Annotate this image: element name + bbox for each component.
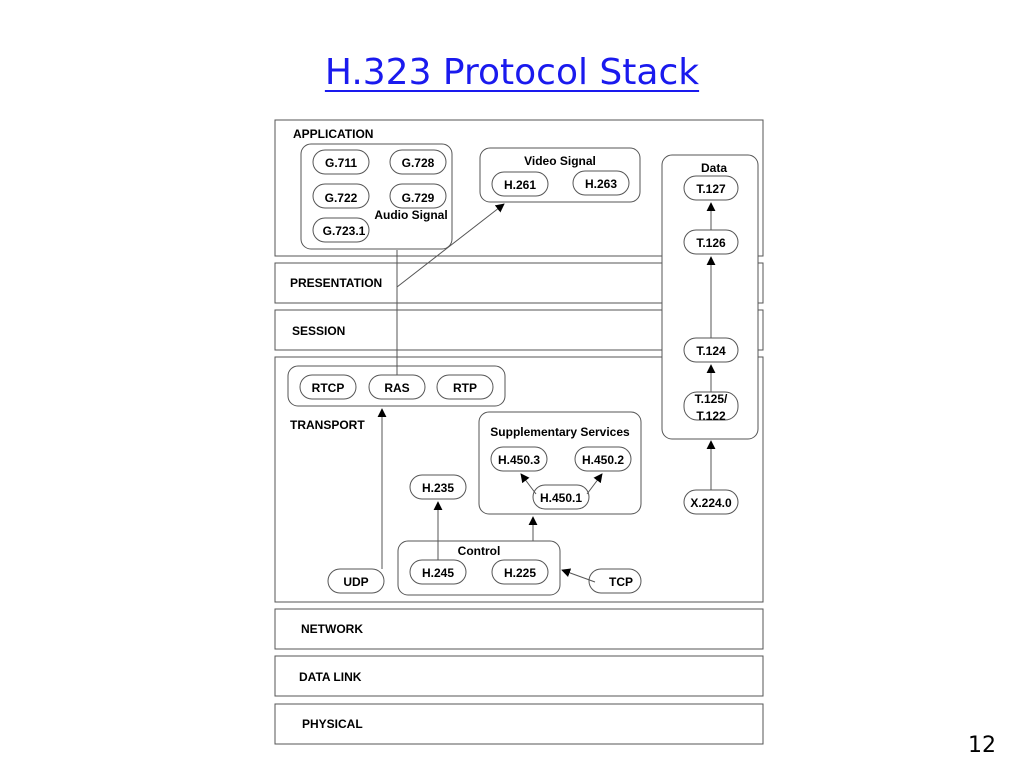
- data-group: [661, 154, 759, 440]
- h4501-to-h4502-arrow: [586, 473, 603, 495]
- video-signal-label: Video Signal: [524, 154, 596, 168]
- h225-node: [491, 559, 549, 585]
- t127-label: T.127: [696, 182, 726, 196]
- h225-label: H.225: [504, 566, 536, 580]
- g722-node: [312, 183, 370, 209]
- network-label: NETWORK: [301, 622, 363, 636]
- page-number: 12: [968, 733, 996, 758]
- h263-node: [572, 170, 630, 196]
- t127-node: [683, 175, 739, 201]
- g728-node: [389, 149, 447, 175]
- data-link-layer: [274, 655, 764, 697]
- physical-label: PHYSICAL: [302, 717, 363, 731]
- session-label: SESSION: [292, 324, 345, 338]
- h261-label: H.261: [504, 178, 536, 192]
- rtp-label: RTP: [453, 381, 477, 395]
- t124-label: T.124: [696, 344, 726, 358]
- rtcp-label: RTCP: [312, 381, 345, 395]
- t126-label: T.126: [696, 236, 726, 250]
- h4502-node: [574, 446, 632, 472]
- h4503-label: H.450.3: [498, 453, 540, 467]
- h4501-node: [532, 484, 590, 510]
- h235-node: [409, 474, 467, 500]
- audio-signal-label: Audio Signal: [374, 208, 447, 222]
- rtcp-node: [299, 374, 357, 400]
- h4501-to-h4503-arrow: [520, 473, 537, 495]
- h235-label: H.235: [422, 481, 454, 495]
- tcp-label: TCP: [609, 575, 633, 589]
- h261-node: [491, 171, 549, 197]
- g7231-label: G.723.1: [323, 224, 366, 238]
- ras-label: RAS: [384, 381, 409, 395]
- udp-label: UDP: [343, 575, 368, 589]
- tcp-node: [588, 568, 642, 594]
- transport-label: TRANSPORT: [290, 418, 365, 432]
- g711-label: G.711: [325, 156, 357, 170]
- g729-node: [389, 183, 447, 209]
- g729-label: G.729: [402, 191, 435, 205]
- udp-node: [327, 568, 385, 594]
- data-label: Data: [701, 161, 727, 175]
- tcp-to-h225-arrow: [561, 568, 596, 583]
- t125-label-line1: T.125/: [695, 392, 728, 406]
- x224-label: X.224.0: [690, 496, 732, 510]
- h4501-label: H.450.1: [540, 491, 582, 505]
- physical-layer: [274, 703, 764, 745]
- supplementary-services-label: Supplementary Services: [490, 425, 630, 439]
- ras-to-video-arrow: [396, 203, 505, 288]
- page-title: H.323 Protocol Stack: [324, 52, 700, 93]
- g711-node: [312, 149, 370, 175]
- g7231-node: [312, 217, 370, 243]
- data-link-label: DATA LINK: [299, 670, 362, 684]
- g722-label: G.722: [325, 191, 358, 205]
- t125-label-line2: T.122: [696, 409, 726, 423]
- control-label: Control: [458, 544, 501, 558]
- supplementary-services-group: [478, 411, 642, 515]
- h245-label: H.245: [422, 566, 454, 580]
- network-layer: [274, 608, 764, 650]
- rtp-node: [436, 374, 494, 400]
- h263-label: H.263: [585, 177, 617, 191]
- h4502-label: H.450.2: [582, 453, 624, 467]
- h4503-node: [490, 446, 548, 472]
- presentation-label: PRESENTATION: [290, 276, 382, 290]
- application-label: APPLICATION: [293, 127, 373, 141]
- g728-label: G.728: [402, 156, 435, 170]
